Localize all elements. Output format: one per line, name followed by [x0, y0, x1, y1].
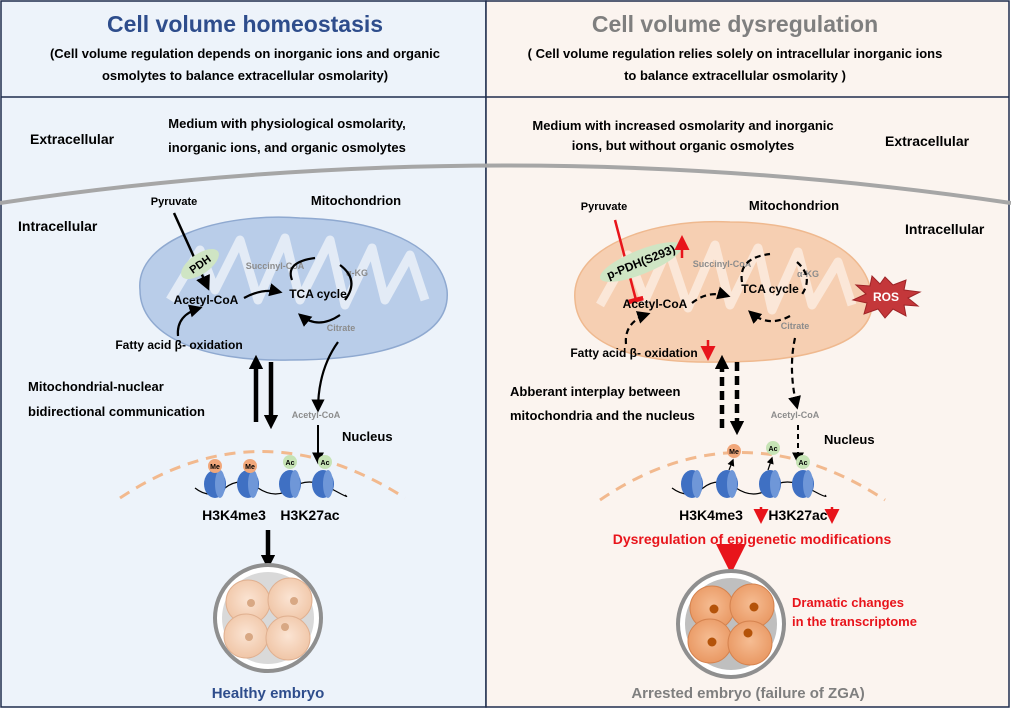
left-nucleosome-3 [279, 470, 301, 498]
right-me-detach-arrow [727, 458, 735, 471]
right-medium-line2: ions, but without organic osmolytes [572, 138, 794, 153]
left-citrate-out-arrow [311, 341, 339, 413]
left-h3k27ac-label: H3K27ac [280, 507, 339, 523]
left-ac-tag-1-label: Ac [286, 460, 295, 467]
right-tca-cycle [742, 252, 808, 321]
left-embryo-label: Healthy embryo [212, 685, 325, 702]
left-intracellular-label: Intracellular [18, 218, 98, 234]
right-acetyl-to-tca [691, 286, 731, 304]
right-me-tag-label: Me [729, 449, 739, 456]
right-acetyl-nuc-label: Acetyl-CoA [771, 410, 820, 420]
right-comm-line2: mitochondria and the nucleus [510, 408, 695, 423]
right-fatty-label: Fatty acid β- oxidation [570, 346, 697, 360]
right-ac-tag-2-label: Ac [799, 460, 808, 467]
left-pyruvate-arrow [172, 212, 210, 291]
right-nucleus-label: Nucleus [824, 432, 875, 447]
right-mitochondrion [574, 220, 873, 363]
left-h3k4me3-label: H3K4me3 [202, 507, 266, 523]
cell-membrane [0, 163, 1011, 205]
right-akg-label: α-KG [797, 269, 819, 279]
right-ppdh-badge [599, 242, 683, 282]
left-me-tag-1 [208, 459, 222, 473]
right-nucleosome-3 [759, 470, 781, 498]
left-nucleosome-2 [237, 470, 259, 498]
right-subtitle-line1: ( Cell volume regulation relies solely o… [528, 46, 943, 61]
left-nuclear-envelope [119, 450, 406, 500]
right-nucleosome-2 [716, 470, 738, 498]
left-acetyl-label: Acetyl-CoA [174, 293, 239, 307]
left-mitochondrion-label: Mitochondrion [311, 193, 401, 208]
left-fatty-arrow [176, 304, 203, 337]
right-citrate-label: Citrate [781, 321, 810, 331]
left-ac-tag-2 [318, 455, 332, 469]
left-nucleosome-1 [204, 470, 226, 498]
left-subtitle-line1: (Cell volume regulation depends on inorg… [50, 46, 440, 61]
left-ac-tag-2-label: Ac [321, 460, 330, 467]
left-ac-tag-1 [283, 455, 297, 469]
right-citrate-out-arrow [788, 337, 801, 410]
right-extracellular-label: Extracellular [885, 133, 970, 149]
right-arrested-embryo [676, 569, 786, 679]
right-h3k4me3-label: H3K4me3 [679, 507, 743, 523]
left-healthy-embryo [213, 563, 323, 673]
left-succinyl-label: Succinyl-CoA [246, 261, 305, 271]
left-tca-label: TCA cycle [289, 287, 347, 301]
left-tca-cycle [291, 256, 353, 323]
left-me-tag-2-label: Me [245, 464, 255, 471]
right-me-tag [727, 444, 741, 458]
right-succinyl-label: Succinyl-CoA [693, 259, 752, 269]
left-me-tag-1-label: Me [210, 464, 220, 471]
left-medium-line2: inorganic ions, and organic osmolytes [168, 140, 406, 155]
left-acetyl-to-tca [243, 283, 283, 299]
left-medium-line1: Medium with physiological osmolarity, [168, 116, 405, 131]
left-comm-line1: Mitochondrial-nuclear [28, 379, 164, 394]
right-ac-tag-1-label: Ac [769, 446, 778, 453]
ros-starburst [851, 274, 922, 319]
right-nucleosome-4 [792, 470, 814, 498]
right-fatty-arrow [624, 311, 651, 345]
left-fatty-label: Fatty acid β- oxidation [115, 338, 242, 352]
right-title: Cell volume dysregulation [592, 11, 878, 37]
left-pdh-badge [181, 248, 219, 280]
left-acetyl-nuc-label: Acetyl-CoA [292, 410, 341, 420]
right-epigenetic-label: Dysregulation of epigenetic modification… [613, 531, 892, 547]
right-subtitle-line2: to balance extracellular osmolarity ) [624, 68, 846, 83]
right-comm-line1: Abberant interplay between [510, 384, 681, 399]
ros-label: ROS [873, 290, 899, 304]
left-comm-line2: bidirectional communication [28, 404, 205, 419]
right-acetyl-label: Acetyl-CoA [623, 297, 688, 311]
right-mitochondrion-label: Mitochondrion [749, 198, 839, 213]
right-nuclear-envelope [599, 451, 886, 502]
right-nucleosome-1 [681, 470, 703, 498]
right-ac-detach-arrow [766, 456, 774, 471]
left-citrate-label: Citrate [327, 323, 356, 333]
left-pyruvate-label: Pyruvate [151, 196, 197, 208]
right-medium-line1: Medium with increased osmolarity and ino… [532, 118, 833, 133]
right-pyruvate-label: Pyruvate [581, 201, 627, 213]
left-nucleus-label: Nucleus [342, 429, 393, 444]
right-changes-line1: Dramatic changes [792, 595, 904, 610]
right-ac-tag-1 [766, 441, 780, 455]
right-tca-label: TCA cycle [741, 282, 799, 296]
left-title: Cell volume homeostasis [107, 11, 383, 37]
right-changes-line2: in the transcriptome [792, 614, 917, 629]
right-embryo-label: Arrested embryo (failure of ZGA) [631, 685, 864, 702]
right-intracellular-label: Intracellular [905, 221, 985, 237]
left-subtitle-line2: osmolytes to balance extracellular osmol… [102, 68, 388, 83]
left-nucleosome-4 [312, 470, 334, 498]
left-extracellular-label: Extracellular [30, 131, 115, 147]
right-ac-tag-2 [796, 455, 810, 469]
left-me-tag-2 [243, 459, 257, 473]
right-h3k27ac-label: H3K27ac [768, 507, 827, 523]
left-akg-label: α-KG [346, 268, 368, 278]
